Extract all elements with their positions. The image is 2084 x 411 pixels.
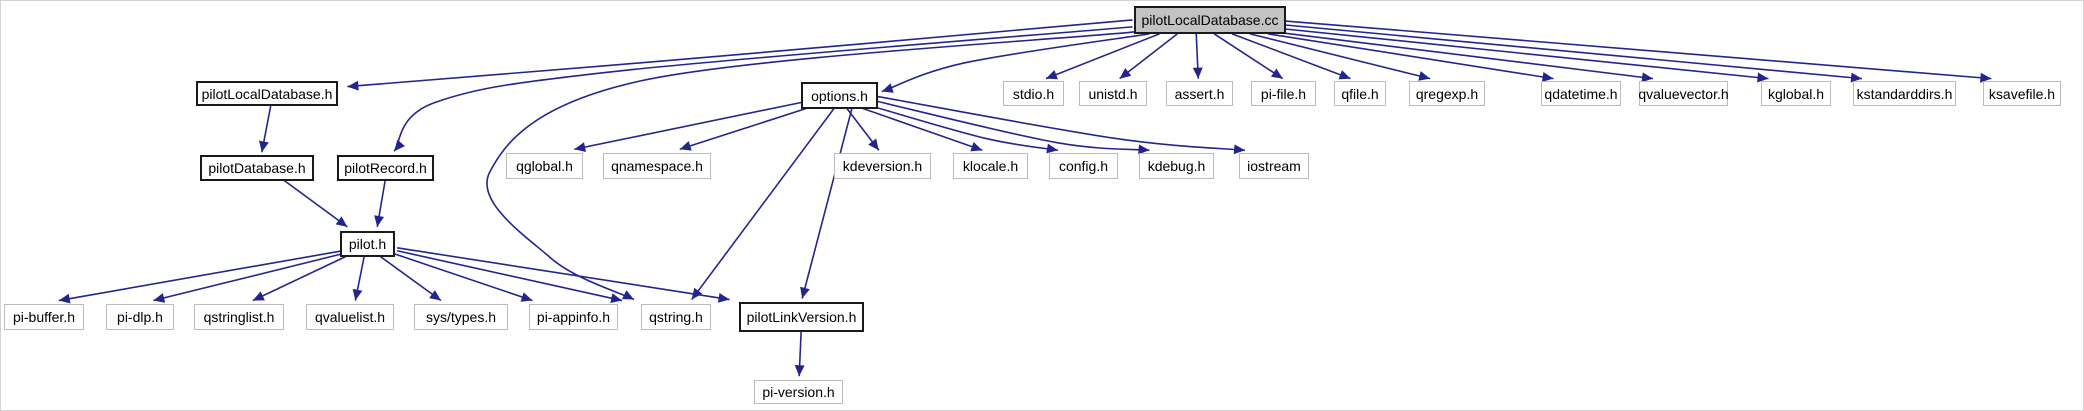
edge-pilotLocalDatabase_cc-to-qdatetime_h: [1267, 33, 1554, 82]
edge-pilot_h-to-qvaluelist_h: [352, 255, 366, 301]
graph-node-kdebug_h: kdebug.h: [1139, 153, 1214, 179]
edge-options_h-to-qnamespace_h: [679, 107, 807, 151]
edge-pilot_h-to-qstring_h: [396, 250, 623, 304]
graph-node-pi_appinfo_h: pi-appinfo.h: [529, 304, 618, 330]
graph-node-qdatetime_h: qdatetime.h: [1541, 81, 1621, 106]
edge-pilot_h-to-pi_dlp_h: [153, 252, 343, 303]
edge-pilotLocalDatabase_h-to-pilotDatabase_h: [258, 105, 272, 153]
graph-node-sys_types_h: sys/types.h: [414, 304, 508, 330]
edge-pilotLinkVersion_h-to-pi_version_h: [794, 330, 805, 377]
graph-node-kglobal_h: kglobal.h: [1761, 81, 1831, 106]
edge-options_h-to-config_h: [872, 105, 1059, 154]
edge-pilotLocalDatabase_cc-to-ksavefile_h: [1283, 20, 1992, 83]
graph-node-qstring_h: qstring.h: [641, 304, 711, 330]
graph-node-qregexp_h: qregexp.h: [1409, 81, 1485, 106]
graph-node-kdeversion_h: kdeversion.h: [834, 153, 931, 179]
edge-options_h-to-kdeversion_h: [846, 107, 880, 151]
graph-node-pilot_h[interactable]: pilot.h: [340, 231, 395, 257]
graph-node-config_h: config.h: [1049, 153, 1118, 179]
graph-node-pilotLocalDatabase_h[interactable]: pilotLocalDatabase.h: [196, 81, 338, 106]
edge-pilot_h-to-qstringlist_h: [252, 255, 348, 302]
graph-node-pi_buffer_h: pi-buffer.h: [4, 304, 84, 330]
edge-pilot_h-to-pilotLinkVersion_h: [397, 247, 730, 303]
graph-node-qstringlist_h: qstringlist.h: [194, 304, 284, 330]
edge-options_h-to-pilotLinkVersion_h: [800, 108, 853, 299]
graph-node-pi_file_h: pi-file.h: [1251, 81, 1316, 106]
graph-node-qnamespace_h: qnamespace.h: [603, 153, 711, 179]
graph-node-pilotDatabase_h[interactable]: pilotDatabase.h: [200, 155, 314, 181]
edge-pilotLocalDatabase_cc-to-kstandarddirs_h: [1283, 24, 1863, 83]
edge-pilotLocalDatabase_cc-to-assert_h: [1192, 33, 1203, 79]
edge-pilotRecord_h-to-pilot_h: [374, 179, 386, 228]
edge-pilotLocalDatabase_cc-to-options_h: [881, 33, 1150, 93]
edge-pilotLocalDatabase_cc-to-qvaluevector_h: [1281, 32, 1654, 83]
graph-node-qvaluevector_h: qvaluevector.h: [1638, 81, 1729, 106]
graph-node-qvaluelist_h: qvaluelist.h: [306, 304, 394, 330]
edge-options_h-to-qglobal_h: [574, 101, 802, 152]
graph-node-iostream: iostream: [1239, 153, 1309, 179]
graph-node-stdio_h: stdio.h: [1003, 81, 1064, 106]
edge-pilotLocalDatabase_cc-to-qstring_h: [486, 31, 1136, 301]
graph-node-options_h[interactable]: options.h: [801, 82, 878, 109]
edge-options_h-to-iostream: [877, 95, 1246, 155]
graph-node-klocale_h: klocale.h: [953, 153, 1028, 179]
edge-options_h-to-qstring_h: [691, 107, 835, 301]
graph-node-pilotRecord_h[interactable]: pilotRecord.h: [337, 155, 434, 181]
graph-node-pi_dlp_h: pi-dlp.h: [106, 304, 174, 330]
edge-pilotLocalDatabase_cc-to-qfile_h: [1231, 33, 1351, 80]
edge-pilotLocalDatabase_cc-to-kglobal_h: [1283, 28, 1769, 83]
graph-node-qfile_h: qfile.h: [1334, 81, 1386, 106]
edge-pilotLocalDatabase_cc-to-pilotLocalDatabase_h: [347, 19, 1133, 91]
edge-pilot_h-to-pi_appinfo_h: [393, 253, 533, 302]
edge-pilotDatabase_h-to-pilot_h: [283, 179, 348, 228]
graph-node-pilotLinkVersion_h[interactable]: pilotLinkVersion.h: [739, 302, 864, 332]
edge-pilotLocalDatabase_cc-to-unistd_h: [1119, 33, 1178, 80]
edge-pilotLocalDatabase_cc-to-qregexp_h: [1249, 33, 1431, 81]
graph-node-kstandarddirs_h: kstandarddirs.h: [1853, 81, 1956, 106]
edge-options_h-to-kdebug_h: [877, 100, 1150, 155]
graph-node-qglobal_h: qglobal.h: [506, 153, 583, 179]
edge-pilot_h-to-sys_types_h: [378, 255, 442, 302]
edge-pilotLocalDatabase_cc-to-pi_file_h: [1213, 33, 1284, 80]
graph-node-assert_h: assert.h: [1166, 81, 1233, 106]
edge-pilotLocalDatabase_cc-to-pilotRecord_h: [393, 26, 1133, 152]
graph-node-ksavefile_h: ksavefile.h: [1983, 81, 2061, 106]
edge-pilotLocalDatabase_cc-to-stdio_h: [1045, 33, 1160, 80]
edge-pilot_h-to-pi_buffer_h: [58, 249, 343, 304]
graph-node-unistd_h: unistd.h: [1079, 81, 1147, 106]
graph-node-pi_version_h: pi-version.h: [754, 380, 843, 404]
edge-options_h-to-klocale_h: [862, 107, 983, 152]
graph-node-pilotLocalDatabase_cc: pilotLocalDatabase.cc: [1134, 6, 1286, 34]
